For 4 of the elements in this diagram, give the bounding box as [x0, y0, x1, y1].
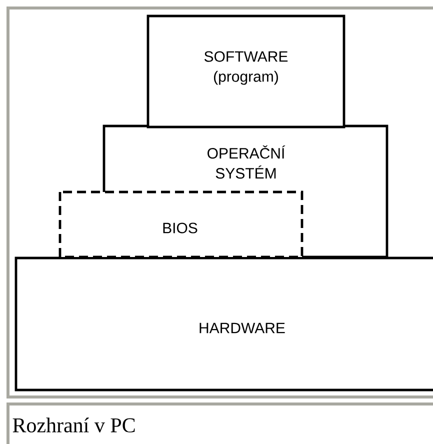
layer-box: SOFTWARE (program): [146, 14, 346, 128]
dashed-layer-box: BIOS: [58, 190, 304, 258]
layer-box: HARDWARE: [14, 256, 433, 392]
caption-box: Rozhraní v PC: [6, 402, 433, 444]
